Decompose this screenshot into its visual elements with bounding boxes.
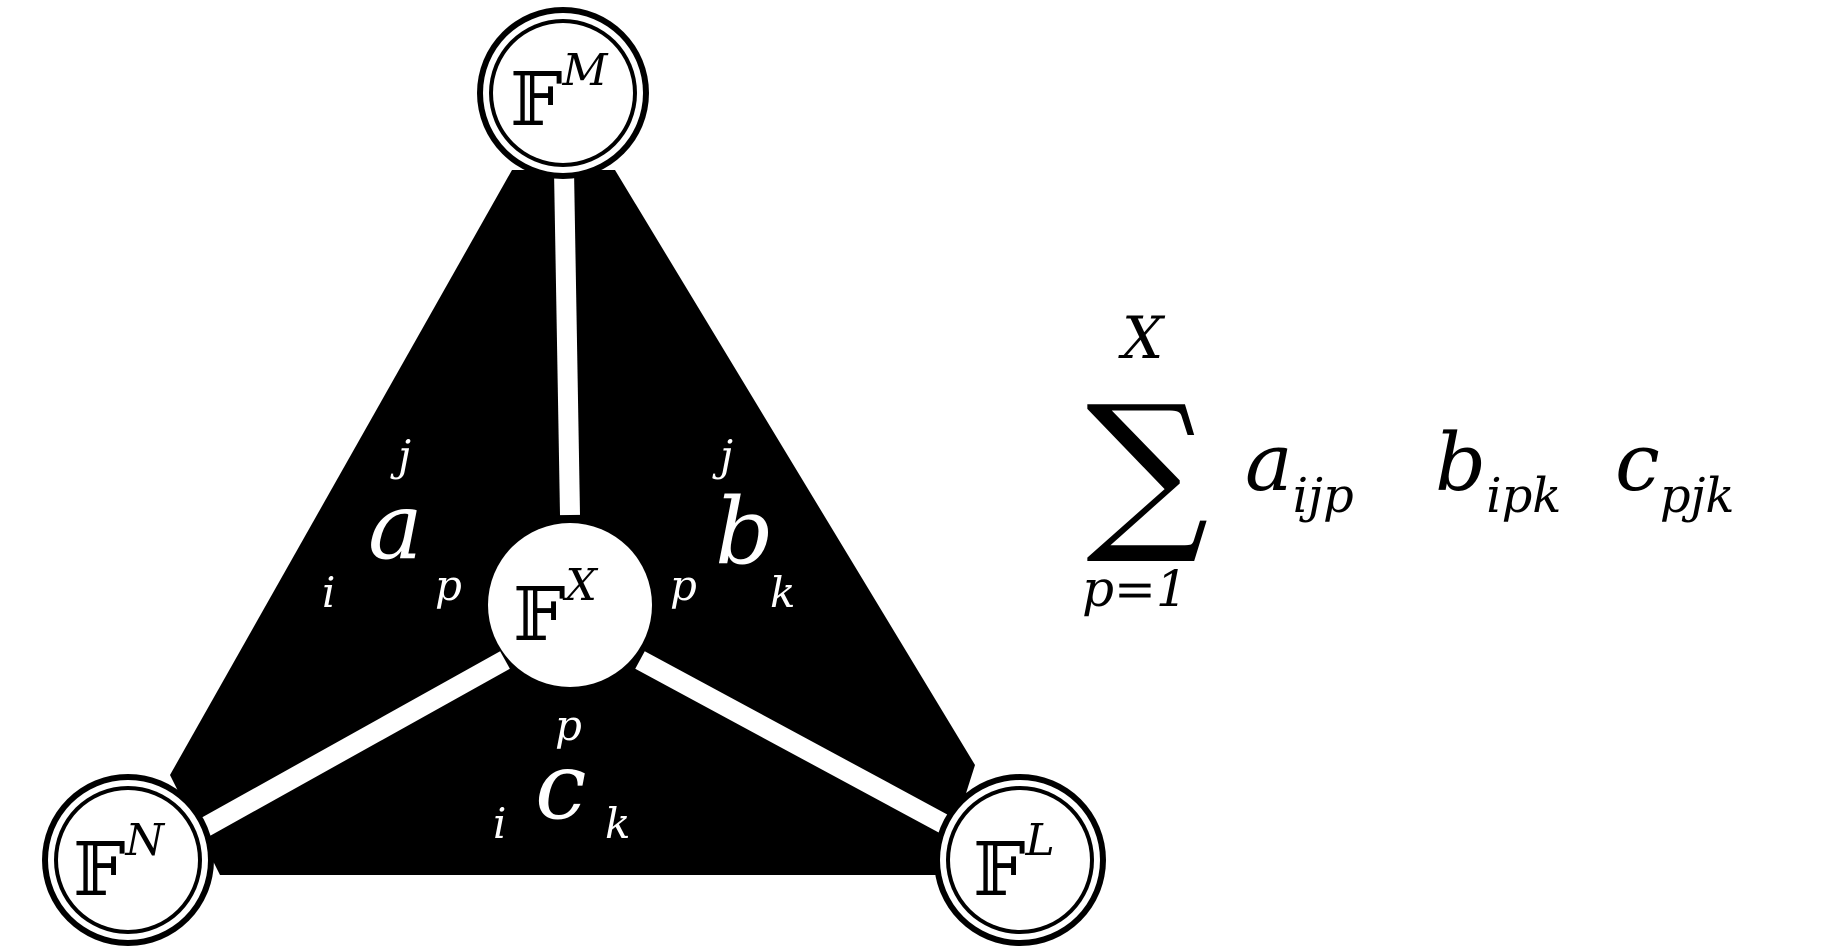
tensor-c-index-right: k <box>605 799 630 848</box>
node-top: 𝔽M <box>477 7 649 179</box>
term-a-sub: ijp <box>1293 468 1354 524</box>
svg-text:𝔽L: 𝔽L <box>973 815 1055 913</box>
svg-text:bipk: bipk <box>1435 416 1561 524</box>
sum-upper-limit: X <box>1118 304 1166 372</box>
tensor-c-index-left: i <box>493 799 506 848</box>
node-left-base: 𝔽 <box>73 827 126 913</box>
tensor-b-index-right: k <box>770 568 795 617</box>
svg-text:cpjk: cpjk <box>1615 416 1735 524</box>
node-right-base: 𝔽 <box>973 827 1026 913</box>
tensor-c-index-top: p <box>555 701 582 750</box>
tensor-a-index-right: p <box>435 561 462 610</box>
sigma-symbol: ∑ <box>1086 368 1209 569</box>
tensor-a-index-left: i <box>322 568 335 617</box>
node-center-base: 𝔽 <box>513 572 566 658</box>
tensor-b: b j p k <box>670 431 795 617</box>
node-top-sup: M <box>562 45 609 96</box>
tensor-c-symbol: c <box>535 733 587 840</box>
connector-top <box>549 169 585 516</box>
svg-text:𝔽M: 𝔽M <box>510 45 609 143</box>
triangle-region <box>170 170 975 875</box>
tensor-a: a j i p <box>322 431 462 617</box>
sum-lower-limit: p=1 <box>1082 560 1188 618</box>
node-center-sup: X <box>563 560 599 611</box>
node-left-sup: N <box>125 815 166 866</box>
svg-text:aijp: aijp <box>1245 416 1354 524</box>
node-right-sup: L <box>1025 815 1055 866</box>
tensor-c: c p i k <box>493 701 630 848</box>
term-b-sub: ipk <box>1486 468 1561 524</box>
svg-text:𝔽N: 𝔽N <box>73 815 166 913</box>
node-right: 𝔽L <box>934 774 1106 946</box>
node-top-base: 𝔽 <box>510 57 563 143</box>
term-c-base: c <box>1615 416 1660 509</box>
tensor-b-symbol: b <box>715 478 774 585</box>
tensor-b-index-left: p <box>670 561 697 610</box>
term-c-sub: pjk <box>1660 468 1735 524</box>
node-left: 𝔽N <box>42 774 214 946</box>
svg-text:𝔽X: 𝔽X <box>513 560 599 658</box>
term-b-base: b <box>1435 416 1486 509</box>
term-a-base: a <box>1245 416 1293 509</box>
summation-formula: X ∑ p=1 aijp bipk cpjk <box>1082 304 1735 618</box>
connector-right <box>632 646 963 844</box>
node-center: 𝔽X <box>488 523 652 687</box>
tensor-a-symbol: a <box>368 473 423 580</box>
connector-left <box>192 646 513 844</box>
